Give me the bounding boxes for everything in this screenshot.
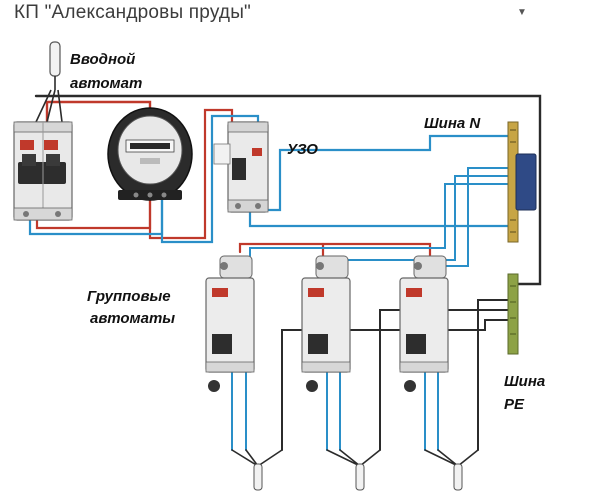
page-title: КП "Александровы пруды" — [14, 2, 252, 23]
wires — [28, 94, 542, 467]
label-rcd: УЗО — [287, 141, 318, 158]
electricity-meter — [107, 107, 193, 201]
bus-pe — [507, 273, 519, 355]
caret-down-icon[interactable]: ▼ — [517, 7, 527, 18]
label-group-breakers-1: Групповые — [87, 288, 171, 305]
label-group-breakers-2: автоматы — [90, 310, 175, 327]
group-breaker-1 — [205, 255, 255, 392]
label-bus-pe-2: PE — [504, 396, 525, 413]
load-socket-2 — [355, 463, 365, 491]
label-input-breaker-2: автомат — [70, 75, 142, 92]
group-breaker-3 — [399, 255, 449, 392]
label-input-breaker-1: Вводной — [70, 51, 135, 68]
rcd-device — [213, 121, 269, 213]
page-header: КП "Александровы пруды" ▼ — [0, 0, 600, 30]
input-cable — [35, 41, 63, 123]
group-breaker-2 — [301, 255, 351, 392]
bus-n — [507, 121, 537, 243]
load-socket-3 — [453, 463, 463, 491]
input-breaker — [13, 121, 73, 221]
wiring-diagram: Вводной автомат УЗО Шина N Групповые авт… — [13, 41, 545, 491]
label-bus-n: Шина N — [424, 115, 481, 132]
load-socket-1 — [253, 463, 263, 491]
label-bus-pe-1: Шина — [504, 373, 545, 390]
